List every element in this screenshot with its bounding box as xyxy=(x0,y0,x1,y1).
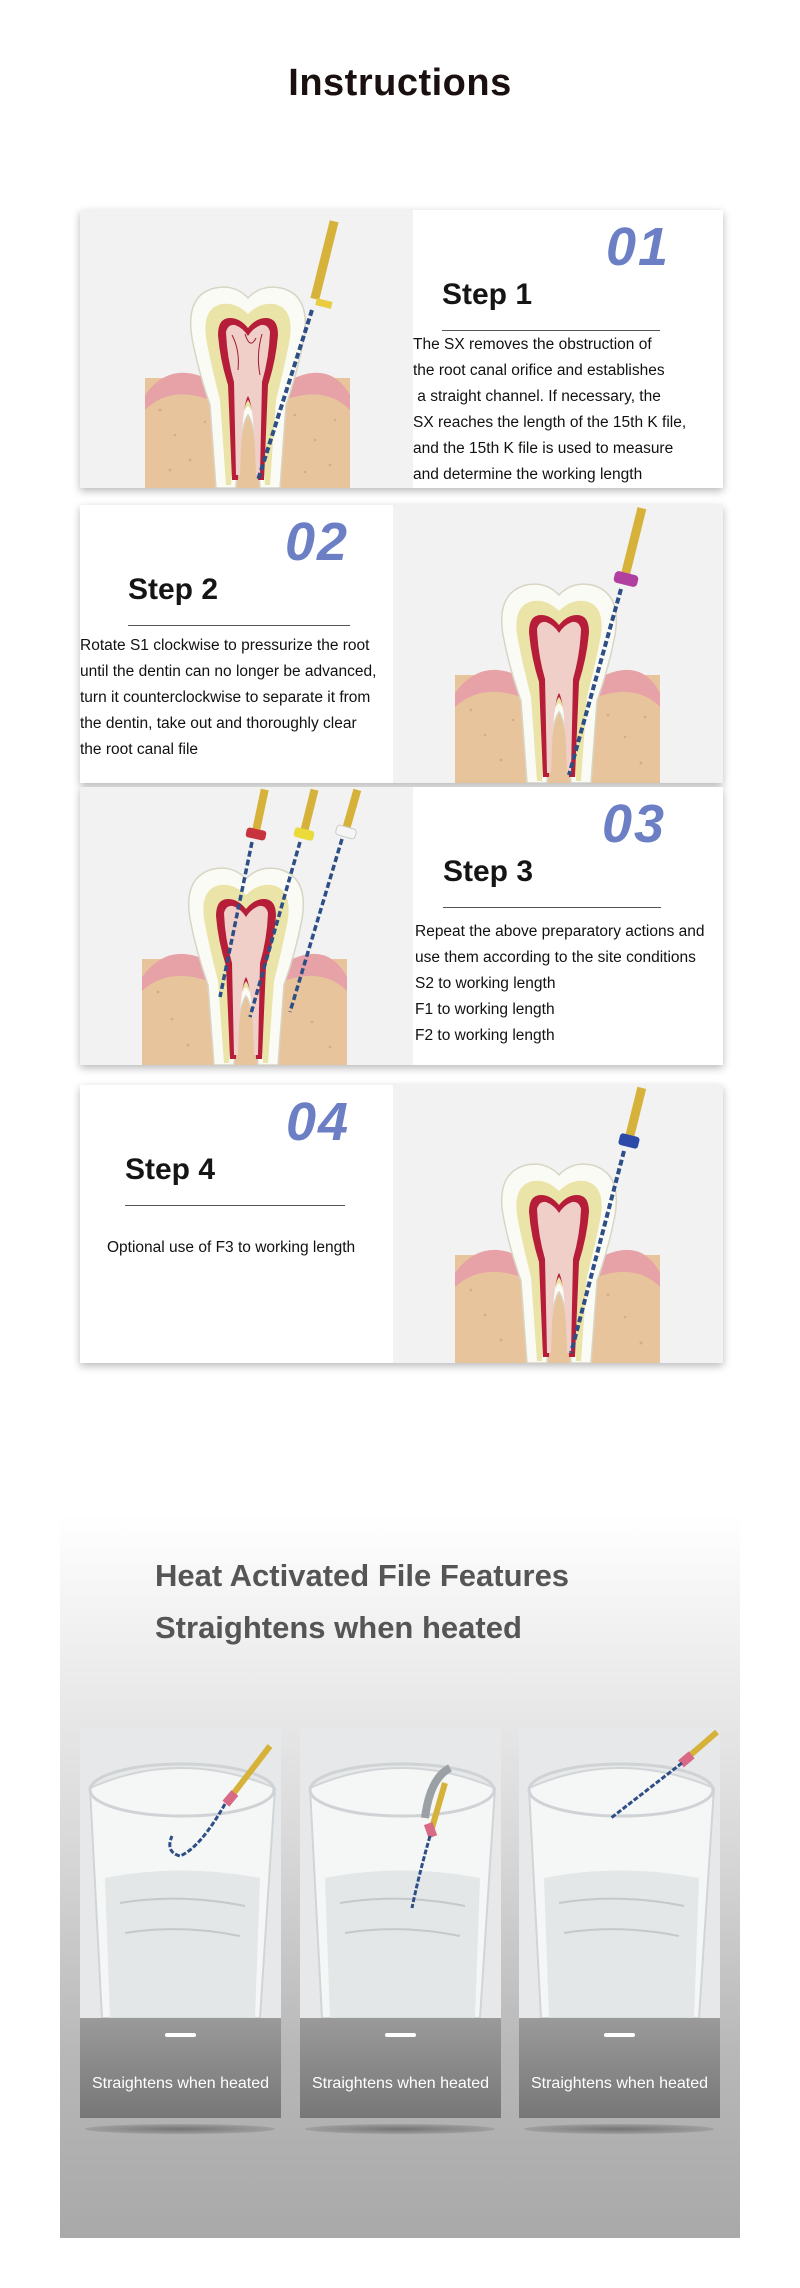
step-text-line: SX reaches the length of the 15th K file… xyxy=(413,414,687,431)
water-cup-photo xyxy=(300,1728,501,2018)
step-1-image xyxy=(80,210,413,488)
tooth-illustration xyxy=(455,507,660,783)
step-text-line: The SX removes the obstruction of xyxy=(413,336,652,353)
caption-dash xyxy=(604,2033,635,2037)
heat-photo-2: Straightens when heated xyxy=(300,1728,501,2118)
step-title: Step 2 xyxy=(128,573,219,606)
photo-caption: Straightens when heated xyxy=(530,2075,708,2092)
step-card-2: 02 Step 2 Rotate S1 clockwise to pressur… xyxy=(80,505,723,783)
step-card-3: 03 Step 3 Repeat the above preparatory a… xyxy=(80,787,723,1065)
step-card-1: 01 Step 1 The SX removes the obstruction… xyxy=(80,210,723,488)
caption-dash xyxy=(385,2033,416,2037)
title-divider xyxy=(128,625,350,626)
step-title: Step 4 xyxy=(125,1153,216,1186)
step-2-image xyxy=(393,505,723,783)
title-divider xyxy=(125,1205,345,1206)
step-number: 01 xyxy=(606,217,671,277)
step-number: 03 xyxy=(602,794,667,854)
step-text-line: the dentin, take out and thoroughly clea… xyxy=(80,715,357,732)
step-text-line: the root canal orifice and establishes xyxy=(413,362,665,379)
step-text-line: the root canal file xyxy=(80,741,199,758)
step-description: Optional use of F3 to working length xyxy=(107,1235,355,1261)
step-description: Repeat the above preparatory actions and… xyxy=(415,919,705,1049)
heat-title: Heat Activated File Features xyxy=(155,1558,570,1593)
photo-shadow xyxy=(85,2124,275,2134)
step-3-image xyxy=(80,787,413,1065)
step-text-line: and the 15th K file is used to measure xyxy=(413,440,674,457)
step-title: Step 1 xyxy=(442,278,533,311)
page-title: Instructions xyxy=(288,62,512,104)
title-divider xyxy=(442,330,660,331)
caption-dash xyxy=(165,2033,196,2037)
tooth-illustration xyxy=(145,220,350,488)
step-title: Step 3 xyxy=(443,855,534,888)
photo-caption: Straightens when heated xyxy=(311,2075,489,2092)
step-description: Rotate S1 clockwise to pressurize the ro… xyxy=(80,633,376,763)
step-text-line: Rotate S1 clockwise to pressurize the ro… xyxy=(80,637,370,654)
step-description: The SX removes the obstruction of the ro… xyxy=(413,332,686,488)
step-number: 02 xyxy=(285,512,350,572)
tooth-illustration xyxy=(142,788,362,1065)
step-text-line: a straight channel. If necessary, the xyxy=(413,388,661,405)
photo-caption: Straightens when heated xyxy=(91,2075,269,2092)
step-text-line: Repeat the above preparatory actions and xyxy=(415,923,705,940)
photo-shadow xyxy=(305,2124,495,2134)
step-text-line: until the dentin can no longer be advanc… xyxy=(80,663,377,680)
photo-shadow xyxy=(524,2124,714,2134)
step-card-4: 04 Step 4 Optional use of F3 to working … xyxy=(80,1085,723,1363)
water-cup-photo xyxy=(80,1728,281,2018)
step-text-line: Optional use of F3 to working length xyxy=(107,1239,356,1256)
step-4-image xyxy=(393,1085,723,1363)
step-text-line: use them according to the site condition… xyxy=(415,949,696,966)
heat-subtitle: Straightens when heated xyxy=(155,1610,522,1645)
step-text-line: S2 to working length xyxy=(415,975,556,992)
tooth-illustration xyxy=(455,1086,660,1363)
step-text-line: turn it counterclockwise to separate it … xyxy=(80,689,371,706)
heat-photo-3: Straightens when heated xyxy=(519,1728,720,2118)
step-text-line: F1 to working length xyxy=(415,1001,555,1018)
step-number: 04 xyxy=(286,1092,351,1152)
heat-photo-1: Straightens when heated xyxy=(80,1728,281,2118)
water-cup-photo xyxy=(519,1728,720,2018)
step-text-line: F2 to working length xyxy=(415,1027,555,1044)
title-divider xyxy=(443,907,661,908)
step-text-line: and determine the working length xyxy=(413,466,643,483)
